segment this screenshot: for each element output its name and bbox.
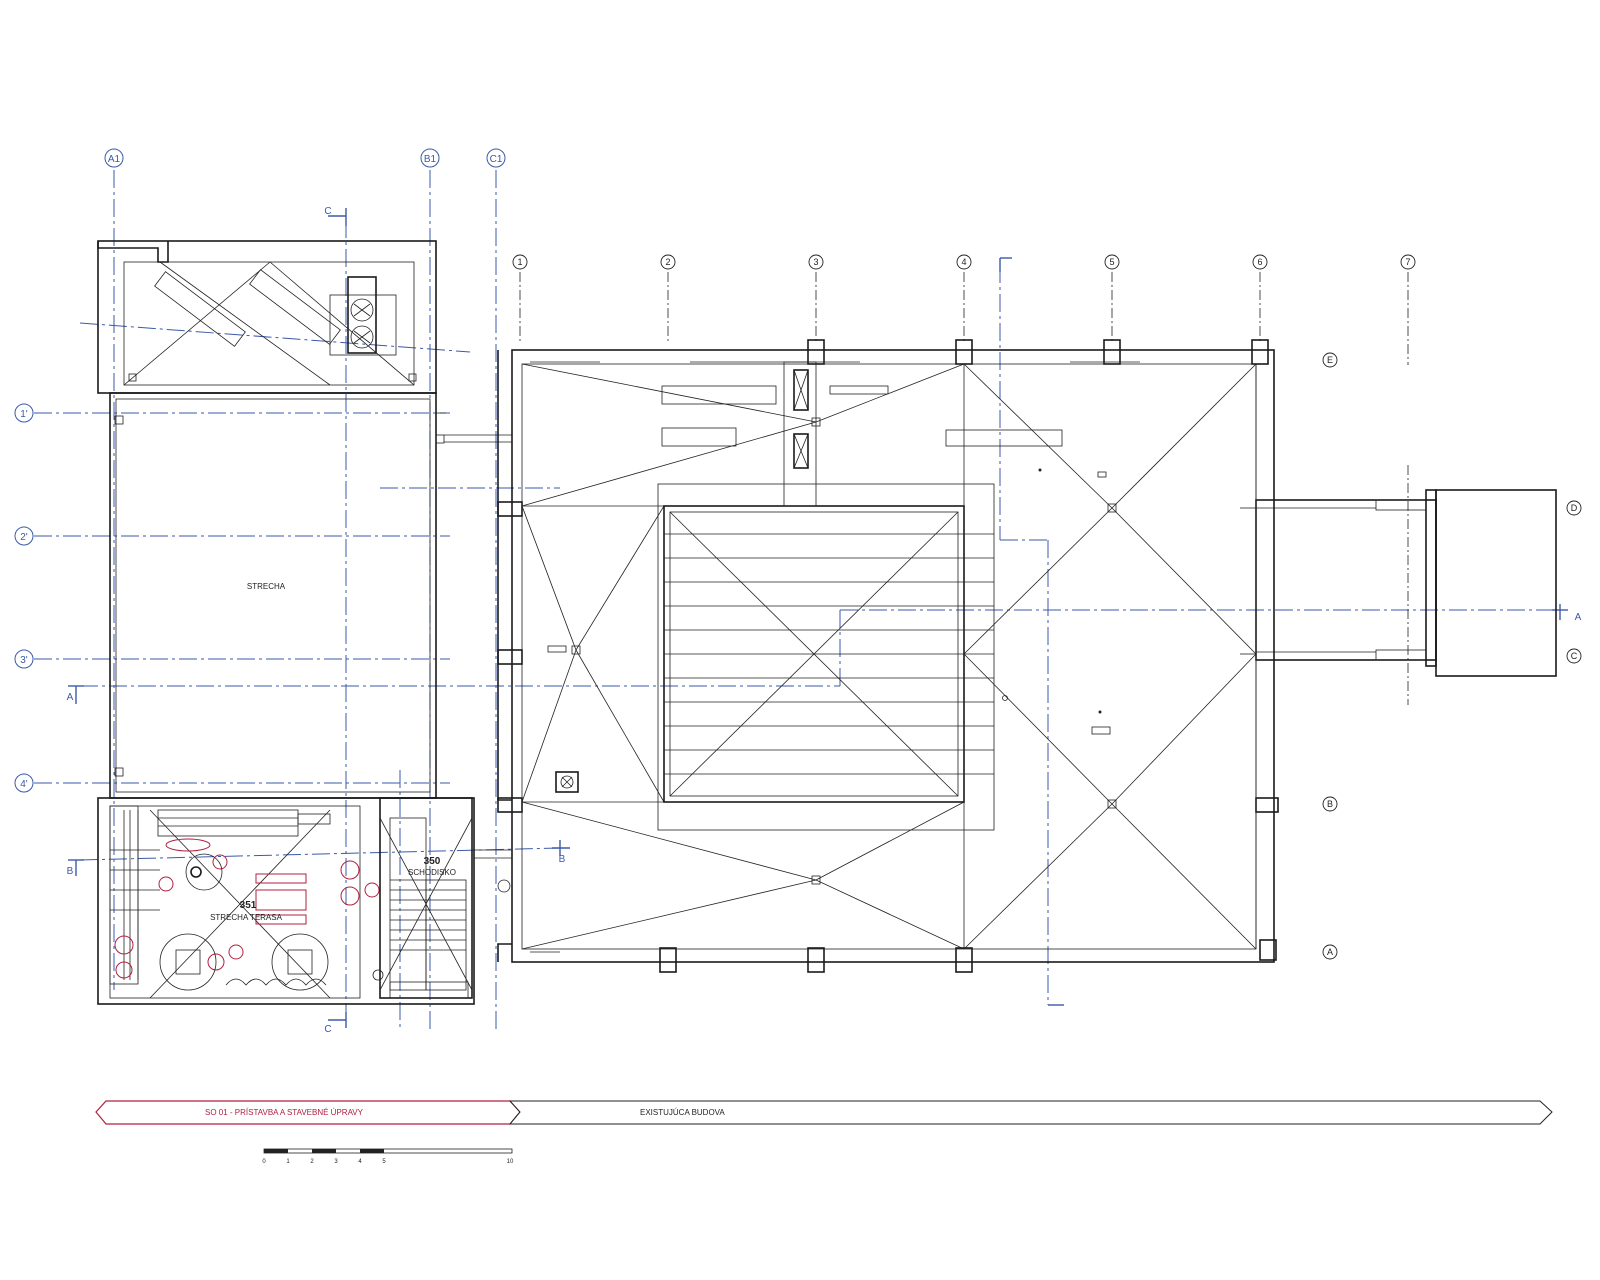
- svg-text:D: D: [1571, 503, 1578, 513]
- existing-grid-bubbles: 1 2 3 4 5 6 7 E D C B A: [512, 254, 1582, 960]
- terrace-decking: [110, 810, 160, 980]
- svg-text:4: 4: [961, 257, 966, 267]
- existing-building-roof: 1 2 3 4 5 6 7 E D C B A: [497, 254, 1582, 1006]
- grid-bubble-6: 6: [1252, 254, 1268, 270]
- scale-bar: 0 1 2 3 4 5 10: [262, 1148, 514, 1165]
- svg-text:A1: A1: [108, 154, 121, 165]
- roof-hip-lines: [521, 363, 1257, 950]
- grid-bubble-d: D: [1566, 500, 1582, 516]
- stair-treads: [390, 879, 466, 951]
- roof-vents: [547, 361, 1063, 793]
- svg-text:C: C: [1571, 651, 1578, 661]
- blue-grid-lines: [34, 170, 1560, 1030]
- scale-tick-4: 4: [358, 1159, 362, 1165]
- svg-text:E: E: [1327, 355, 1333, 365]
- room-name-350: SCHODISKO: [408, 868, 456, 877]
- svg-text:A: A: [67, 692, 74, 703]
- grid-bubble-2: 2: [660, 254, 676, 270]
- section-mark-c-bottom: C: [324, 1012, 347, 1035]
- svg-text:C1: C1: [490, 154, 503, 165]
- svg-text:2': 2': [20, 532, 28, 543]
- phase-banners: SO 01 - PRÍSTAVBA A STAVEBNÉ ÚPRAVY EXIS…: [95, 1100, 1553, 1125]
- grid-bubble-c1: C1: [486, 148, 506, 168]
- svg-text:2: 2: [665, 257, 670, 267]
- svg-text:7: 7: [1405, 257, 1410, 267]
- scale-tick-0: 0: [262, 1159, 266, 1165]
- grid-bubble-b1: B1: [420, 148, 440, 168]
- svg-text:B: B: [559, 854, 566, 865]
- svg-text:3: 3: [813, 257, 818, 267]
- section-mark-b-right: B: [552, 840, 570, 865]
- grid-bubble-b: B: [1322, 796, 1338, 812]
- section-mark-a-right: A: [1552, 604, 1582, 623]
- svg-text:A: A: [1327, 947, 1333, 957]
- grid-bubble-c: C: [1566, 648, 1582, 664]
- scale-tick-5: 5: [382, 1159, 386, 1165]
- grid-bubble-e: E: [1322, 352, 1338, 368]
- svg-text:C: C: [324, 206, 331, 217]
- grid-bubble-a1: A1: [104, 148, 124, 168]
- phase-label-new: SO 01 - PRÍSTAVBA A STAVEBNÉ ÚPRAVY: [205, 1108, 364, 1117]
- grid-bubble-3p: 3': [14, 649, 34, 669]
- grid-bubble-3: 3: [808, 254, 824, 270]
- svg-text:B: B: [67, 866, 74, 877]
- room-label-roof: STRECHA: [247, 582, 286, 591]
- svg-text:3': 3': [20, 655, 28, 666]
- section-mark-b-left: B: [67, 859, 84, 877]
- section-mark-c-top: C: [324, 206, 347, 226]
- svg-text:B1: B1: [424, 154, 437, 165]
- blue-grid-bubbles: A1 B1 C1 1' 2' 3' 4': [14, 148, 506, 793]
- grid-bubble-1p: 1': [14, 403, 34, 423]
- svg-text:6: 6: [1257, 257, 1262, 267]
- phase-label-existing: EXISTUJÚCA BUDOVA: [640, 1108, 725, 1117]
- extension-roof-plan: STRECHA: [97, 240, 512, 1005]
- existing-grid-lines: [519, 272, 1409, 705]
- svg-text:1': 1': [20, 409, 28, 420]
- grid-bubble-2p: 2': [14, 526, 34, 546]
- room-name-351: STRECHA TERASA: [210, 913, 283, 922]
- svg-text:C: C: [324, 1024, 331, 1035]
- scale-tick-3: 3: [334, 1159, 338, 1165]
- grid-bubble-7: 7: [1400, 254, 1416, 270]
- grid-bubble-4: 4: [956, 254, 972, 270]
- section-mark-a-left: A: [67, 685, 84, 704]
- roof-drains: [571, 417, 1117, 885]
- grid-bubble-4p: 4': [14, 773, 34, 793]
- scale-tick-2: 2: [310, 1159, 314, 1165]
- svg-text:A: A: [1575, 612, 1582, 623]
- grid-bubble-5: 5: [1104, 254, 1120, 270]
- room-number-351: 351: [240, 900, 257, 911]
- scale-tick-1: 1: [286, 1159, 290, 1165]
- skylight: [657, 483, 995, 831]
- svg-text:1: 1: [517, 257, 522, 267]
- svg-text:B: B: [1327, 799, 1333, 809]
- room-number-350: 350: [424, 856, 441, 867]
- grid-bubble-a: A: [1322, 944, 1338, 960]
- roof-parapet-marks: [530, 361, 1256, 953]
- scale-tick-10: 10: [507, 1159, 514, 1165]
- phase-banner-existing: [508, 1100, 1553, 1125]
- grid-bubble-1: 1: [512, 254, 528, 270]
- svg-text:5: 5: [1109, 257, 1114, 267]
- svg-text:4': 4': [20, 779, 28, 790]
- section-marks: C C A B B A: [67, 206, 1582, 1035]
